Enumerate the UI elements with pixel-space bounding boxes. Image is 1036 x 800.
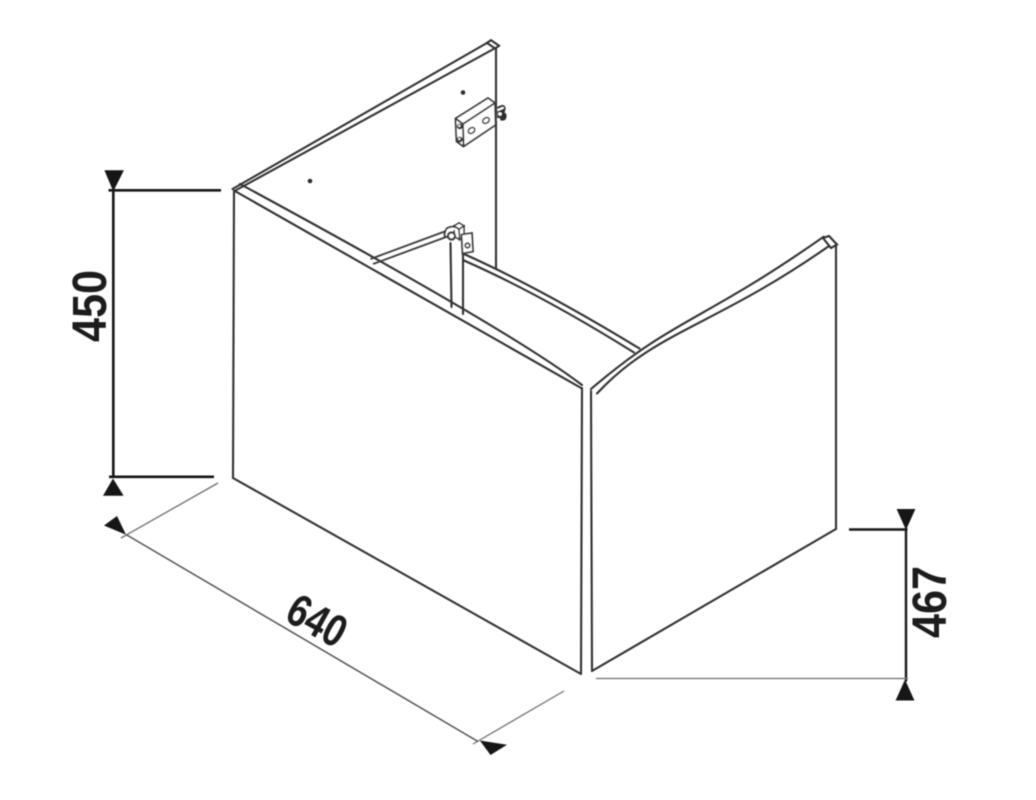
svg-text:467: 467 xyxy=(903,566,957,638)
svg-text:450: 450 xyxy=(63,270,117,342)
